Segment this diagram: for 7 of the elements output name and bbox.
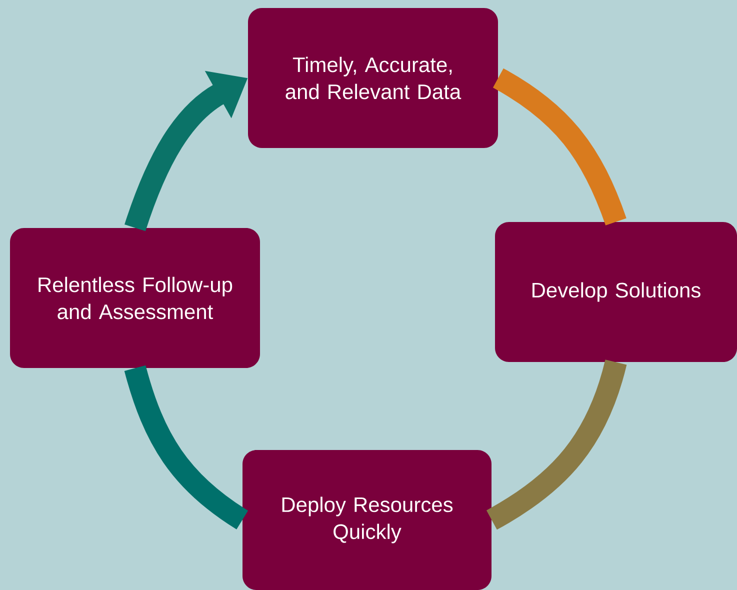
process-box: Develop Solutions [495, 222, 737, 362]
cycle-segment [124, 365, 248, 530]
cycle-segment [492, 68, 626, 226]
process-box: Relentless Follow-up and Assessment [10, 228, 260, 368]
process-box: Timely, Accurate, and Relevant Data [248, 8, 498, 148]
process-box: Deploy Resources Quickly [242, 450, 492, 590]
cycle-segment [486, 359, 627, 530]
